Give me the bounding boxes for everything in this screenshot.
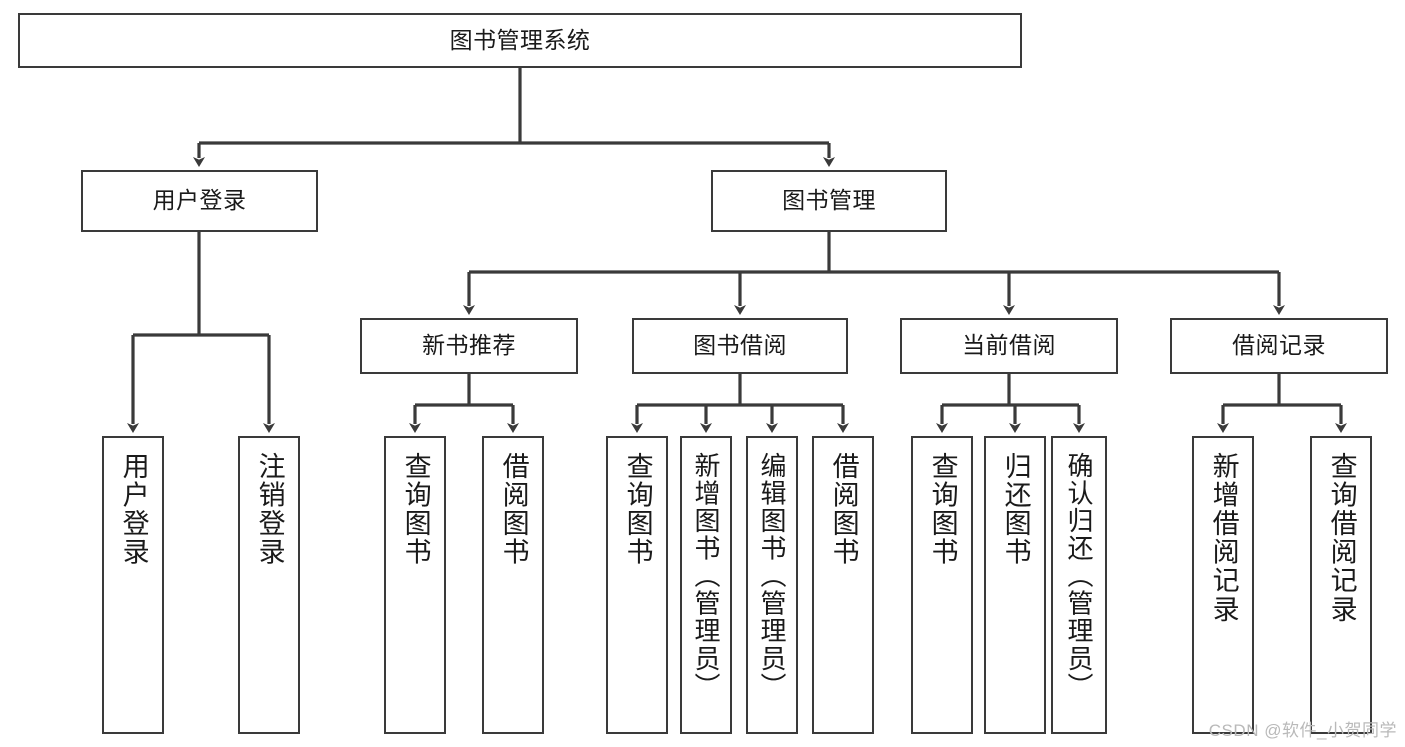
node-label: 确认归还（管理员）: [1064, 452, 1095, 701]
node-label: 图书借阅: [693, 332, 787, 359]
node-leaf-edit-book-admin[interactable]: 编辑图书（管理员）: [746, 436, 798, 734]
node-label: 借阅图书: [828, 452, 859, 567]
node-label: 新增图书（管理员）: [691, 452, 722, 701]
node-label: 图书管理系统: [449, 26, 591, 53]
node-label: 查询图书: [400, 452, 431, 567]
node-user-login[interactable]: 用户登录: [81, 170, 318, 232]
node-leaf-query-borrow-record[interactable]: 查询借阅记录: [1310, 436, 1372, 734]
node-root-system[interactable]: 图书管理系统: [18, 13, 1022, 68]
node-book-management[interactable]: 图书管理: [711, 170, 947, 232]
node-leaf-borrow-book[interactable]: 借阅图书: [812, 436, 874, 734]
node-label: 查询借阅记录: [1326, 452, 1357, 624]
node-leaf-borrow-book-recommend[interactable]: 借阅图书: [482, 436, 544, 734]
node-leaf-query-book-current[interactable]: 查询图书: [911, 436, 973, 734]
node-label: 查询图书: [622, 452, 653, 567]
node-leaf-confirm-return-admin[interactable]: 确认归还（管理员）: [1051, 436, 1107, 734]
node-current-borrow[interactable]: 当前借阅: [900, 318, 1118, 374]
node-new-book-recommend[interactable]: 新书推荐: [360, 318, 578, 374]
node-label: 用户登录: [152, 187, 247, 214]
node-borrow-record[interactable]: 借阅记录: [1170, 318, 1388, 374]
node-leaf-user-logout[interactable]: 注销登录: [238, 436, 300, 734]
node-label: 注销登录: [254, 452, 285, 567]
node-label: 归还图书: [1000, 452, 1031, 567]
node-label: 借阅记录: [1232, 332, 1326, 359]
node-label: 图书管理: [782, 187, 876, 214]
node-label: 新增借阅记录: [1208, 452, 1239, 624]
node-label: 用户登录: [118, 452, 149, 567]
node-leaf-query-book-recommend[interactable]: 查询图书: [384, 436, 446, 734]
node-label: 查询图书: [927, 452, 958, 567]
node-leaf-return-book[interactable]: 归还图书: [984, 436, 1046, 734]
node-book-borrow[interactable]: 图书借阅: [632, 318, 848, 374]
node-label: 当前借阅: [962, 332, 1056, 359]
node-leaf-query-book-borrow[interactable]: 查询图书: [606, 436, 668, 734]
node-label: 借阅图书: [498, 452, 529, 567]
node-label: 编辑图书（管理员）: [757, 452, 788, 701]
node-label: 新书推荐: [422, 332, 516, 359]
node-leaf-add-borrow-record[interactable]: 新增借阅记录: [1192, 436, 1254, 734]
node-leaf-add-book-admin[interactable]: 新增图书（管理员）: [680, 436, 732, 734]
node-leaf-user-login[interactable]: 用户登录: [102, 436, 164, 734]
